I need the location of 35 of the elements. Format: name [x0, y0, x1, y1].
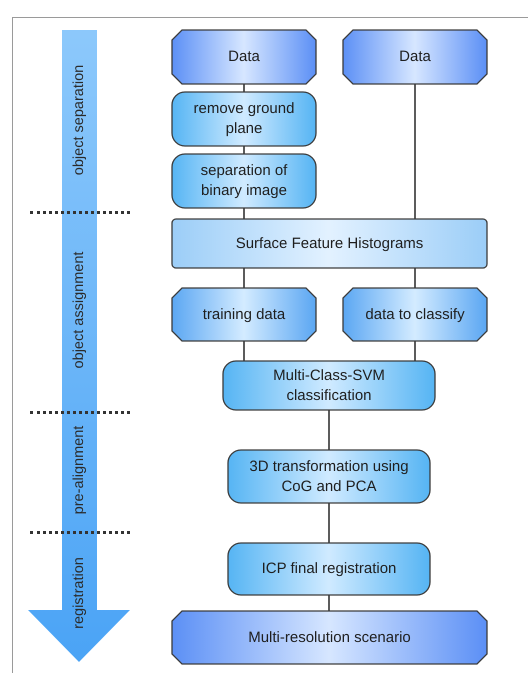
box-label: Data [399, 47, 431, 67]
box-label: 3D transformation using CoG and PCA [248, 456, 410, 496]
process-box [172, 154, 316, 208]
connector-line [243, 146, 245, 154]
phase-label: object separation [70, 64, 88, 178]
process-box [228, 543, 430, 595]
box-label: Surface Feature Histograms [236, 234, 424, 254]
data-box [172, 30, 316, 84]
process-box [223, 361, 435, 410]
data-box [172, 611, 487, 664]
connector-line [243, 84, 245, 92]
connector-line [414, 268, 416, 288]
connector-line [328, 503, 330, 543]
box-label: data to classify [365, 304, 465, 324]
connector-line [328, 595, 330, 611]
box-label: Data [228, 47, 260, 67]
connector-line [414, 84, 416, 219]
phase-label: object assignment [70, 250, 88, 370]
connector-line [243, 341, 245, 361]
box-label: remove ground plane [192, 99, 296, 139]
box-label: ICP final registration [262, 559, 396, 579]
box-label: Multi-Class-SVM classification [272, 366, 386, 406]
connector-line [243, 208, 245, 219]
data-box [172, 219, 487, 268]
box-label: Multi-resolution scenario [248, 628, 411, 648]
data-box [343, 30, 487, 84]
process-box [228, 450, 430, 503]
process-box [172, 92, 316, 146]
connector-line [414, 341, 416, 361]
data-box [172, 288, 316, 341]
box-label: training data [202, 304, 286, 324]
box-label: separation of binary image [200, 161, 288, 201]
connector-line [243, 268, 245, 288]
connector-line [328, 410, 330, 450]
data-box [343, 288, 487, 341]
